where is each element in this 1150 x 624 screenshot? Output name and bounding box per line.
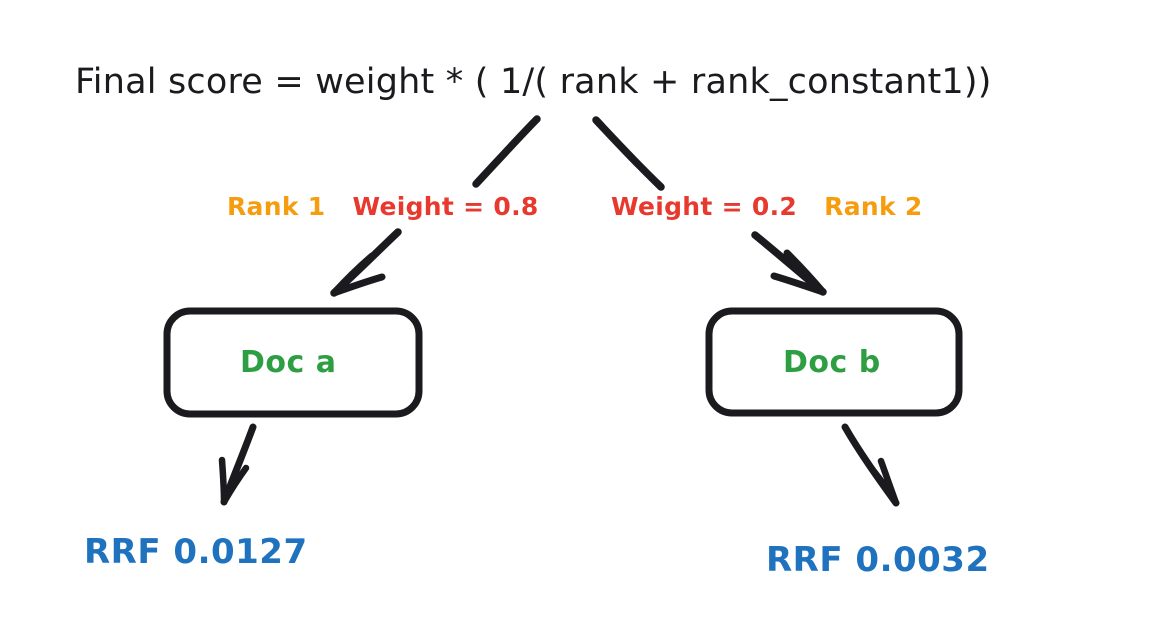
branch-label-left: Rank 1 Weight = 0.8: [227, 192, 539, 221]
weight-label-right: Weight = 0.2: [611, 192, 798, 221]
rank-label-right: Rank 2: [824, 192, 923, 221]
doc-a-label: Doc a: [240, 345, 337, 380]
arrow-doc-b-to-rrf: [841, 423, 900, 507]
weight-label-left: Weight = 0.8: [352, 192, 539, 221]
rrf-score-right: RRF 0.0032: [766, 540, 990, 580]
rrf-score-left: RRF 0.0127: [84, 532, 308, 572]
branch-label-right: Weight = 0.2 Rank 2: [611, 192, 923, 221]
arrow-left-to-doc-a: [330, 228, 402, 297]
rank-label-left: Rank 1: [227, 192, 326, 221]
connector-left-upper: [472, 115, 541, 188]
connector-right-upper: [592, 116, 665, 191]
arrow-right-to-doc-b: [751, 231, 827, 296]
doc-b-label: Doc b: [783, 345, 881, 380]
arrow-doc-a-to-rrf: [218, 423, 257, 506]
formula-title: Final score = weight * ( 1/( rank + rank…: [75, 62, 992, 102]
doc-a-box[interactable]: [163, 307, 423, 418]
doc-b-box[interactable]: [705, 307, 963, 417]
